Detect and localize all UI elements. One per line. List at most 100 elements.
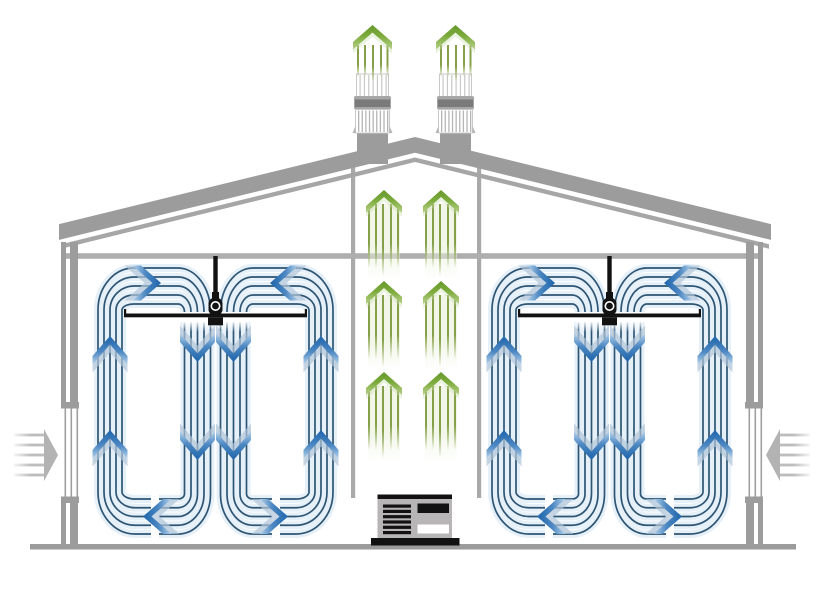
airflow-left-room-right-cell-up-arrow-2-head <box>303 430 339 459</box>
roof-vent-louver-line <box>359 75 361 96</box>
roof-vent-louver-line <box>381 75 383 96</box>
fan-pole <box>213 256 218 296</box>
exhaust-arrow-streak <box>432 204 434 268</box>
left-wall-outer-lower <box>61 503 66 549</box>
airflow-left-room-right-cell-up-arrow-1-echo <box>303 344 339 373</box>
airflow-loop-line <box>633 294 710 509</box>
exhaust-arrow-head-row2-col2 <box>423 281 459 308</box>
roof-vent-base-flare-right <box>472 126 476 133</box>
inlet-arrow-line-2 <box>780 443 810 447</box>
airflow-right-room-left-cell-up-arrow-2-head <box>486 430 522 459</box>
airflow-right-room-right-cell-up-arrow-1 <box>697 336 733 373</box>
roof-vent-base-line <box>372 110 374 132</box>
generator-light-panel <box>417 524 449 534</box>
airflow-right-room-left-cell-ceiling-arrow-head <box>526 265 555 301</box>
airflow-loop-line <box>515 303 580 500</box>
roof-vent-base-line <box>455 110 457 132</box>
right-wall-outer-upper <box>758 242 763 402</box>
airflow-left-room-right-cell-down-arrow-2-echo <box>216 423 251 452</box>
roof-vent-base-line <box>448 110 450 132</box>
generator-louver-bar-6 <box>383 531 411 535</box>
airflow-right-room-left-cell-up-arrow-1 <box>486 336 522 373</box>
exhaust-arrow-streak <box>397 386 399 450</box>
exhaust-arrow-streak <box>447 386 449 450</box>
left-wall-inner-upper <box>70 242 78 402</box>
inlet-arrow-line-4 <box>780 463 810 467</box>
exhaust-arrow-streak <box>439 295 441 367</box>
left-wall <box>61 242 79 549</box>
exhaust-arrow-streak <box>368 295 370 359</box>
exhaust-arrow-streak <box>439 204 441 276</box>
left-wall-vent-louver-line-3 <box>76 408 79 497</box>
generator-louver-bar-1 <box>383 504 411 508</box>
inlet-arrow-head <box>44 429 58 481</box>
airflow-loop-line <box>219 267 334 535</box>
airflow-left-room-left-cell-down-arrow-2-echo <box>180 423 215 452</box>
roof-vent-base-line <box>459 110 461 132</box>
roof-vent-streak <box>372 45 374 81</box>
roof-vent-louver-line <box>372 75 374 96</box>
left-wall-vent-panel <box>61 408 79 497</box>
roof-vent-louver-line <box>459 75 462 96</box>
roof-vent-louver-line <box>468 75 470 96</box>
airflow-left-room-left-cell-up-arrow-2-head <box>92 430 128 459</box>
roof-vent-louver-line <box>442 75 444 96</box>
exhaust-arrow-streak <box>368 204 370 268</box>
exhaust-arrow-streak <box>397 204 399 268</box>
airflow-loop-line <box>245 303 310 500</box>
right-wall-vent-frame-top <box>745 402 763 409</box>
right-wall-inner-upper <box>746 242 754 402</box>
airflow-downdraft-line <box>626 322 666 518</box>
roof-vent-louver-line <box>446 75 449 96</box>
airflow-right-room-left-cell-ceiling-arrow <box>518 265 555 301</box>
roof-vent-base-line <box>441 110 443 132</box>
airflow-loop-line <box>232 285 322 518</box>
exhaust-arrow-streak <box>425 386 427 450</box>
airflow-right-room-left-cell-down-arrow-1-echo <box>574 325 609 354</box>
right-wall-vent-frame-bottom <box>745 496 763 503</box>
airflow-right-room-right-cell-ceiling-arrow-echo <box>672 265 701 301</box>
airflow-right-room-right-cell-down-arrow-1 <box>610 325 645 362</box>
inlet-arrow-line-3 <box>14 453 44 457</box>
right-wall-vent-louver-line-1 <box>748 408 751 497</box>
airflow-loop-line <box>639 303 704 500</box>
roof-vent-base-flare-left <box>352 126 356 133</box>
roof-vent-louver-line <box>464 75 466 96</box>
airflow-loop-line <box>103 276 205 527</box>
center-bay-post-2 <box>477 166 482 498</box>
airflow-right-room-right-cell-down-arrow-2-head <box>610 431 645 460</box>
exhaust-arrow-streak <box>447 295 449 359</box>
exhaust-arrow-head-row2-col1-head <box>366 281 402 304</box>
roof-vent-base-line <box>470 110 472 132</box>
exhaust-arrow-head-row2-col2-head <box>423 281 459 304</box>
roof-vent-louver-line <box>363 75 366 96</box>
exhaust-arrow-streak <box>375 295 377 359</box>
roof-vent-streak <box>380 45 382 77</box>
exhaust-arrow-head-row2-col1 <box>366 281 402 308</box>
left-wall-inner-lower <box>70 503 78 549</box>
fan-motor-ring <box>604 300 615 311</box>
generator-louver-bar-3 <box>383 515 411 519</box>
generator-plinth <box>371 538 460 546</box>
airflow-loop-line <box>121 303 186 500</box>
exhaust-arrow-streak <box>447 204 449 268</box>
exhaust-arrow-row1-col2 <box>423 190 459 280</box>
hvls-ceiling-fan-right <box>518 256 701 326</box>
airflow-downdraft-line <box>553 322 599 527</box>
roof-vent-base-line <box>462 110 465 132</box>
inlet-arrow-right <box>766 429 810 481</box>
exhaust-arrow-head-row3-col2-head <box>423 372 459 395</box>
floor <box>30 544 796 550</box>
airflow-right-room-right-cell-blade-fade <box>612 321 643 332</box>
exhaust-arrow-streak <box>375 204 377 268</box>
airflow-left-room-left-cell-down-arrow-1-echo <box>180 325 215 354</box>
airflow-loop-line <box>115 294 192 509</box>
left-wall-outer-upper <box>61 242 66 402</box>
airflow-left-room-right-cell-up-arrow-1 <box>303 336 339 373</box>
airflow-right-room-left-cell-down-arrow-1 <box>574 325 609 362</box>
generator-top-strip <box>377 494 452 499</box>
exhaust-arrow-streak <box>382 386 384 458</box>
airflow-left-room-left-cell-down-arrow-2-head <box>180 431 215 460</box>
center-bay-post-1 <box>351 166 356 498</box>
